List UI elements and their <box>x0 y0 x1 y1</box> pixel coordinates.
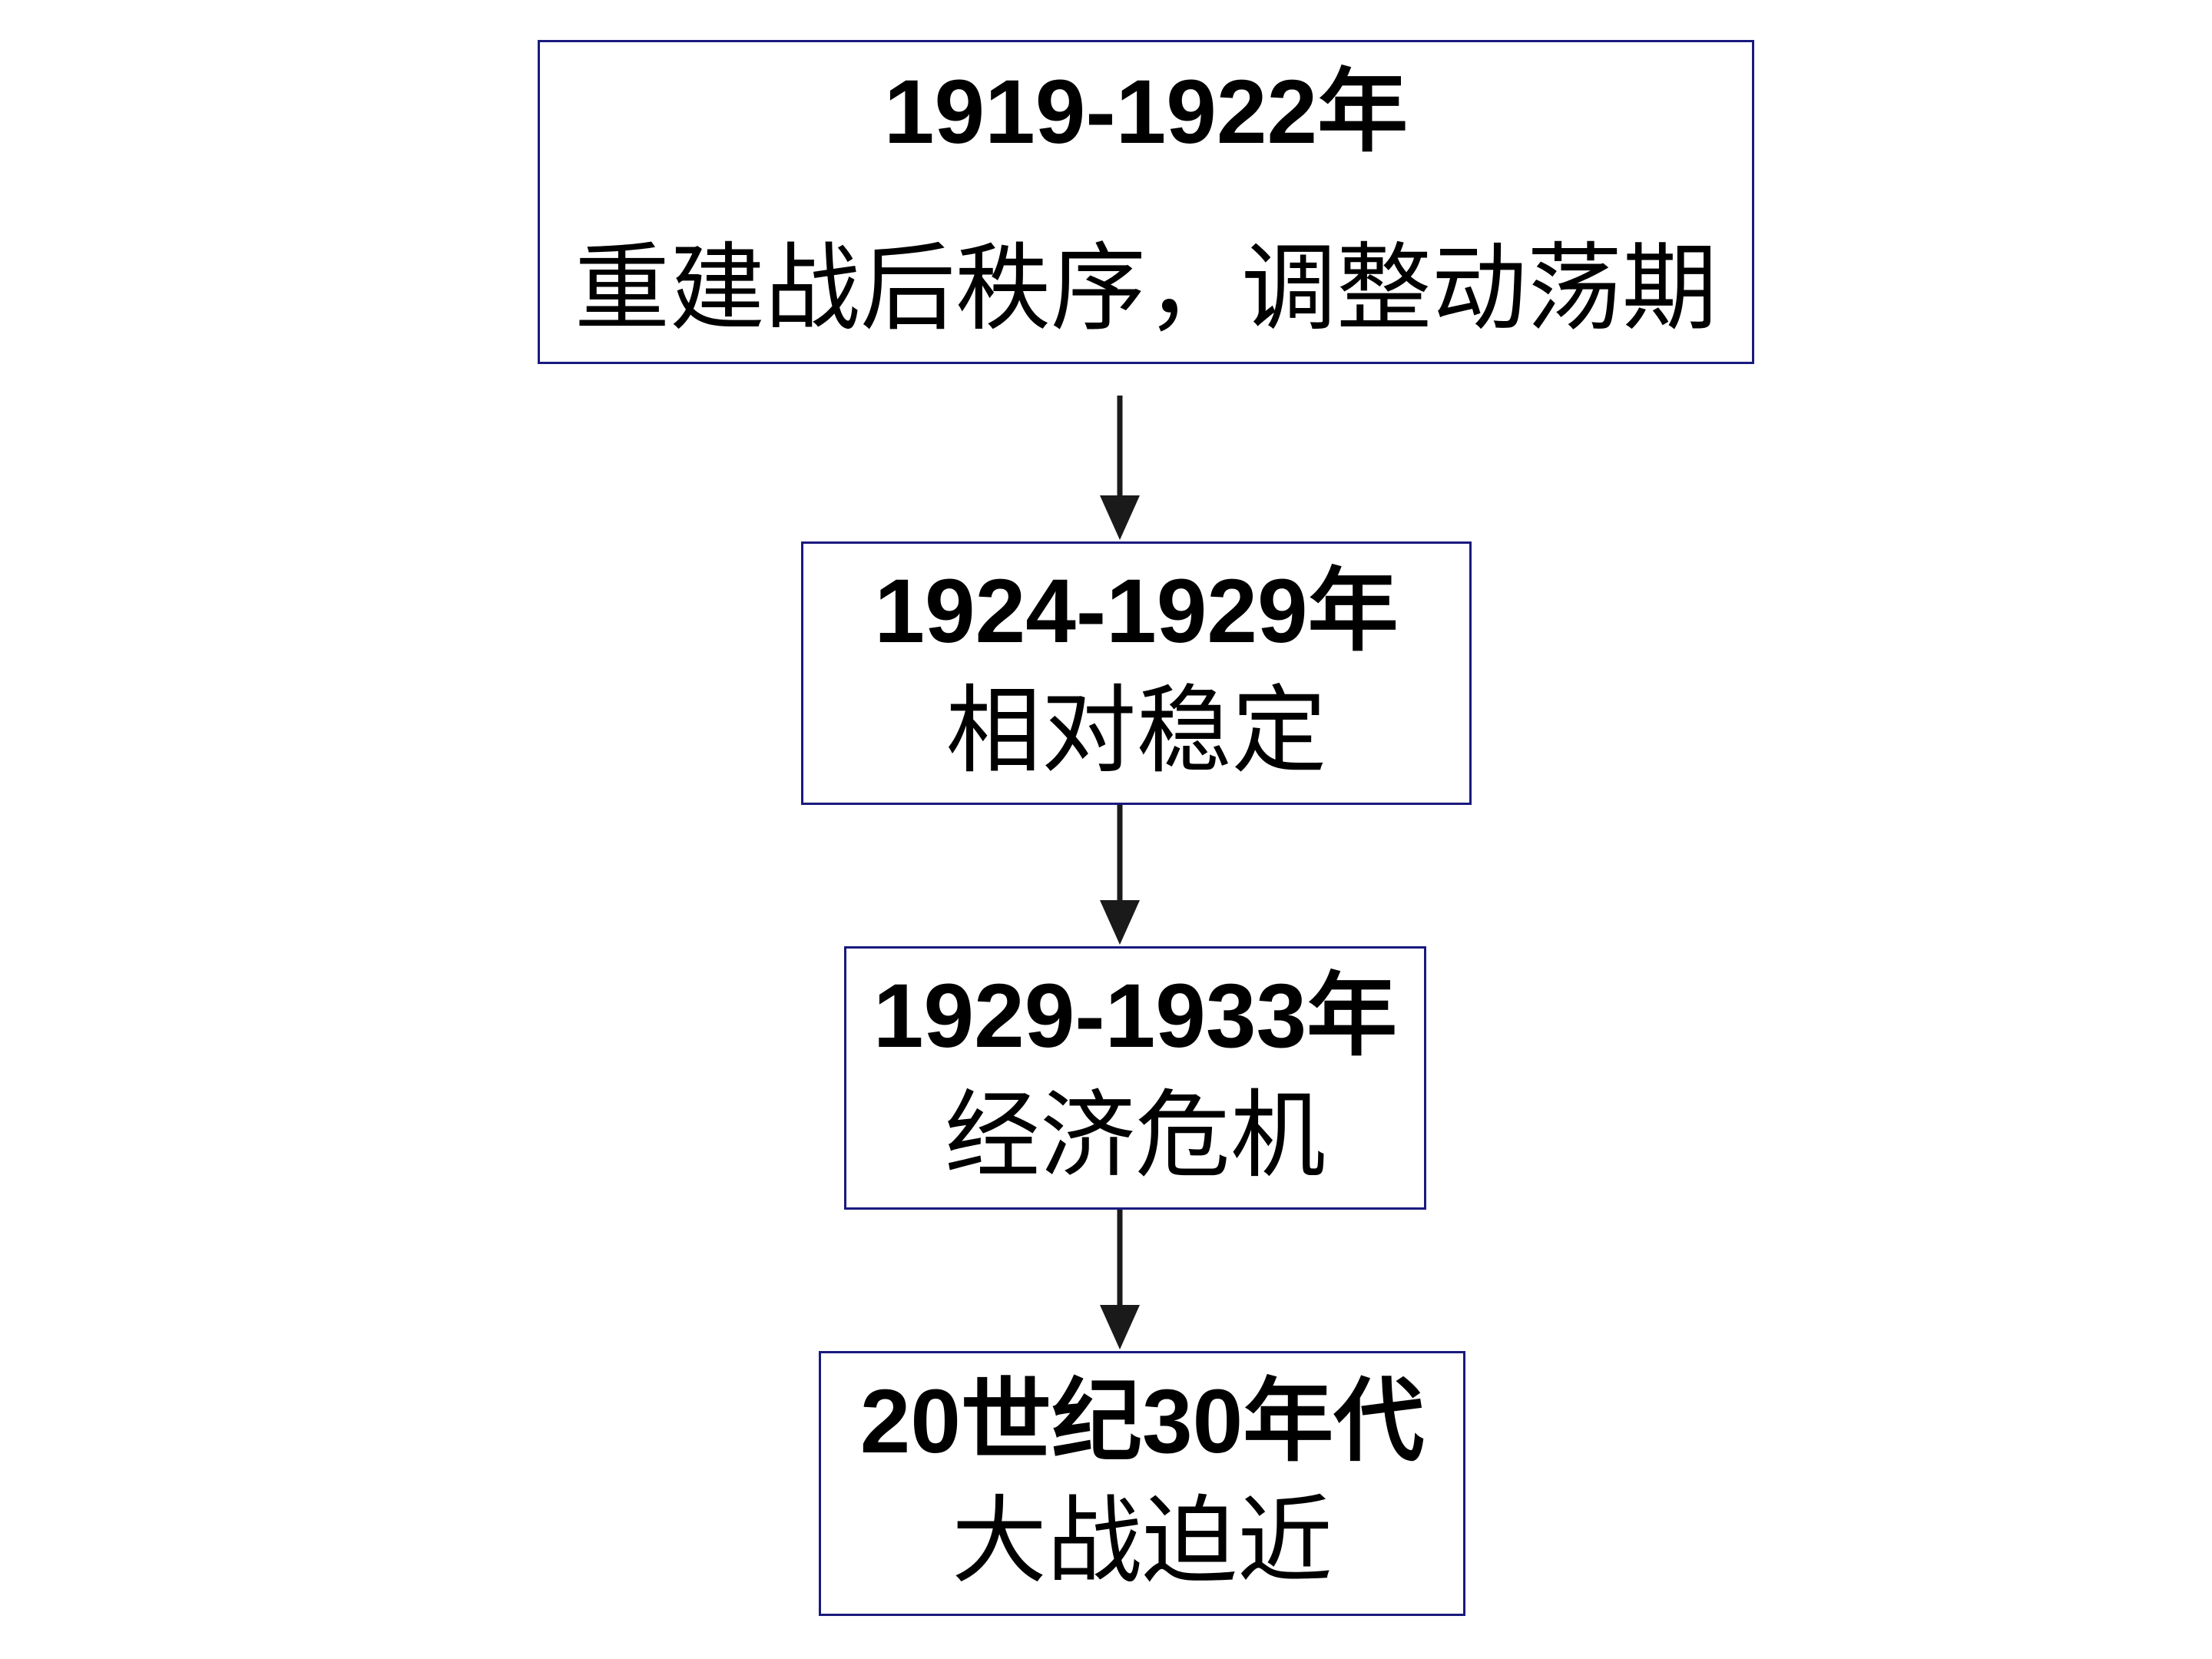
stage-period: 1924-1929年 <box>874 561 1399 663</box>
stage-box-1924-1929: 1924-1929年 相对稳定 <box>801 541 1472 805</box>
stage-description: 相对稳定 <box>945 676 1327 787</box>
stage-period: 20世纪30年代 <box>859 1371 1425 1473</box>
stage-description: 重建战后秩序，调整动荡期 <box>574 233 1717 344</box>
stage-period: 1929-1933年 <box>873 965 1398 1068</box>
stage-description: 经济危机 <box>944 1081 1326 1192</box>
stage-box-1930s: 20世纪30年代 大战迫近 <box>819 1351 1465 1616</box>
stage-description: 大战迫近 <box>951 1486 1333 1598</box>
arrow-3-to-4 <box>1100 1210 1140 1349</box>
stage-box-1929-1933: 1929-1933年 经济危机 <box>844 946 1426 1210</box>
stage-box-1919-1922: 1919-1922年 重建战后秩序，调整动荡期 <box>538 40 1754 364</box>
arrow-2-to-3 <box>1100 805 1140 945</box>
arrow-1-to-2 <box>1100 396 1140 540</box>
stage-period: 1919-1922年 <box>883 61 1409 163</box>
